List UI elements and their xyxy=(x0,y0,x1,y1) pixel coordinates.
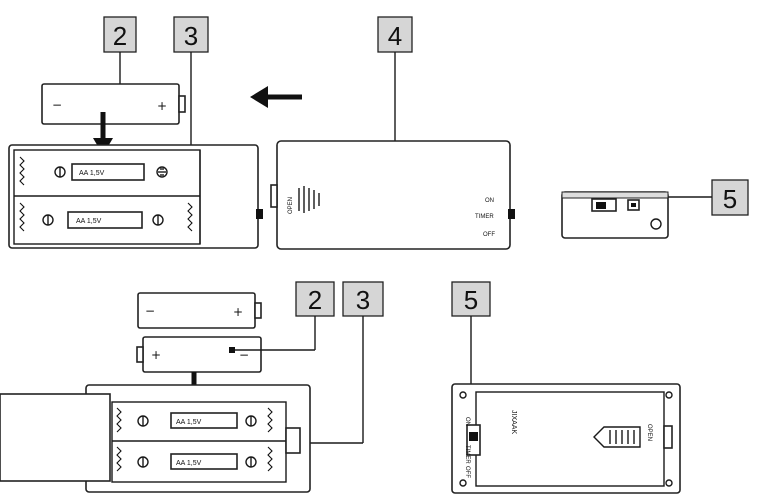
svg-text:AA 1,5V: AA 1,5V xyxy=(176,460,202,467)
callout-5-bottom: 5 xyxy=(451,281,491,430)
svg-text:OFF: OFF xyxy=(483,232,495,238)
svg-text:+: + xyxy=(233,305,243,319)
svg-text:AA 1,5V: AA 1,5V xyxy=(76,218,102,225)
svg-text:JIXAAK: JIXAAK xyxy=(510,410,517,434)
loose-battery-bottom-1: − + xyxy=(137,292,262,329)
svg-text:5: 5 xyxy=(464,285,478,315)
callout-4: 4 xyxy=(377,16,413,149)
svg-text:TIMER: TIMER xyxy=(464,445,470,464)
svg-text:ON: ON xyxy=(485,198,494,204)
housing-bottom: AA 1,5V AA 1,5V xyxy=(0,384,311,493)
callout-2-bottom: 2 xyxy=(229,281,335,353)
svg-text:OPEN: OPEN xyxy=(646,424,652,441)
svg-text:AA 1,5V: AA 1,5V xyxy=(176,419,202,426)
battery-tray-top: AA 1,5V AA 1,5V xyxy=(8,144,263,249)
callout-3-top: 3 xyxy=(160,16,209,155)
svg-text:−: − xyxy=(239,348,249,362)
svg-text:+: + xyxy=(151,348,161,362)
svg-text:2: 2 xyxy=(113,21,127,51)
svg-text:5: 5 xyxy=(723,184,737,214)
loose-battery-bottom-2: + − xyxy=(136,336,262,373)
svg-text:3: 3 xyxy=(356,285,370,315)
svg-text:+: + xyxy=(157,99,167,113)
switch-side-view xyxy=(561,191,669,239)
svg-text:AA 1,5V: AA 1,5V xyxy=(79,170,105,177)
loose-battery-top: − + xyxy=(41,83,186,125)
battery-cover: OPEN ON TIMER OFF xyxy=(270,140,515,250)
svg-text:OFF: OFF xyxy=(464,466,470,478)
callout-2-top: 2 xyxy=(103,16,137,100)
svg-text:TIMER: TIMER xyxy=(475,214,494,220)
svg-text:−: − xyxy=(52,98,62,112)
svg-text:−: − xyxy=(145,304,155,318)
svg-text:2: 2 xyxy=(308,285,322,315)
svg-text:3: 3 xyxy=(184,21,198,51)
callout-5-top: 5 xyxy=(605,179,749,216)
slide-direction-arrow xyxy=(250,86,302,108)
svg-text:ON: ON xyxy=(464,417,470,426)
svg-text:OPEN: OPEN xyxy=(288,197,294,214)
back-panel: ON TIMER OFF JIXAAK OPEN xyxy=(451,383,681,494)
svg-text:4: 4 xyxy=(388,21,402,51)
